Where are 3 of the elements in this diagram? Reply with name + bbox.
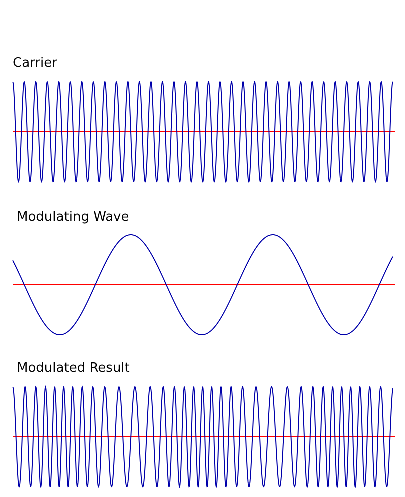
wave-label: Modulated Result bbox=[17, 361, 130, 376]
wave-label: Carrier bbox=[13, 56, 58, 71]
wave-label: Modulating Wave bbox=[17, 210, 130, 225]
